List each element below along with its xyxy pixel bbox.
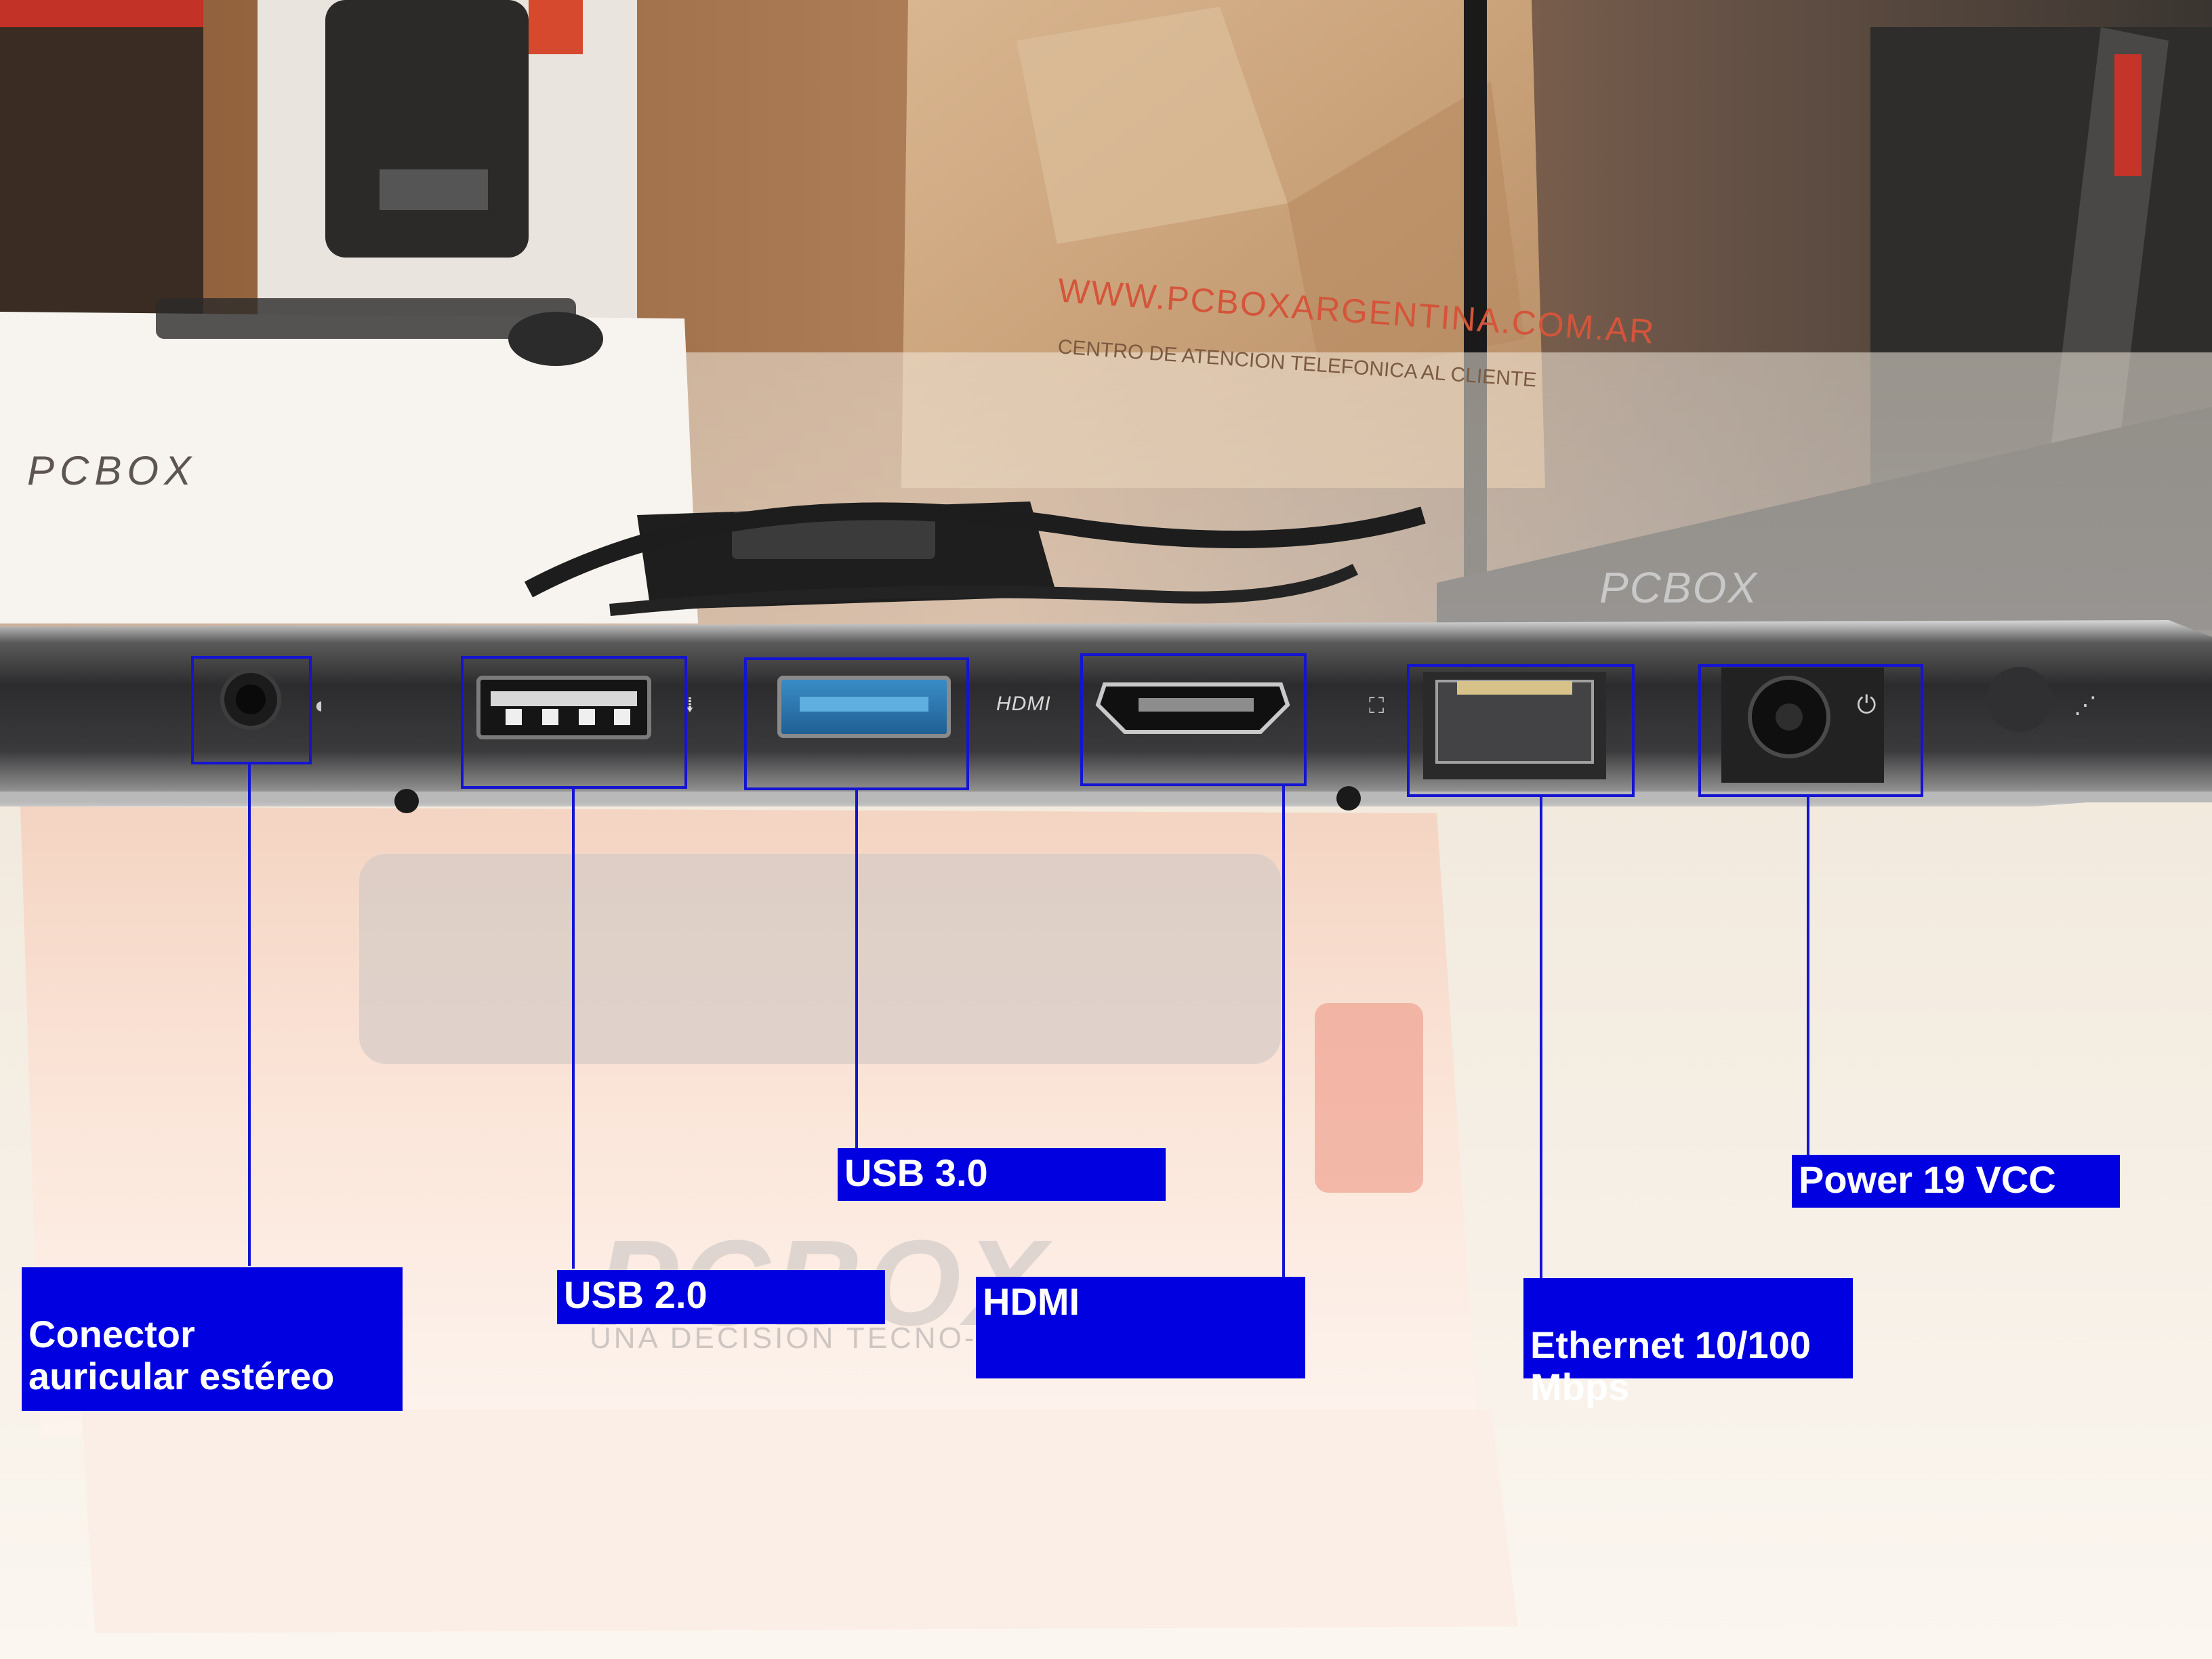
box-brand-top: PCBOX	[27, 448, 197, 493]
power-leader-line	[1807, 797, 1809, 1155]
power-symbol-icon: ⏻	[1857, 691, 1876, 718]
ethernet-callout-text: Ethernet 10/100 Mbps	[1530, 1324, 1811, 1408]
audio-callout-text: Conector auricular estéreo	[28, 1313, 335, 1397]
hdmi-port-box	[1080, 653, 1307, 786]
usb3-callout: USB 3.0	[838, 1148, 1166, 1201]
usb3-callout-text: USB 3.0	[844, 1151, 988, 1194]
hdmi-callout-text: HDMI	[983, 1280, 1080, 1323]
headphone-symbol-icon: ◖	[312, 693, 326, 718]
box-slogan: UNA DECISION TECNO-	[590, 1322, 977, 1355]
audio-callout: Conector auricular estéreo	[22, 1267, 403, 1411]
usb2-port-box	[461, 656, 687, 789]
ethernet-callout: Ethernet 10/100 Mbps	[1523, 1278, 1853, 1408]
usb2-leader-line	[572, 789, 575, 1269]
power-callout-text: Power 19 VCC	[1799, 1158, 2056, 1201]
usb3-leader-line	[855, 790, 858, 1148]
power-callout: Power 19 VCC	[1792, 1155, 2120, 1208]
wifi-symbol-icon: ⋰	[2074, 693, 2097, 718]
ethernet-port-box	[1407, 664, 1635, 797]
hdmi-leader-line	[1282, 786, 1285, 1277]
usb2-callout-text: USB 2.0	[564, 1273, 708, 1316]
audio-leader-line	[248, 764, 251, 1266]
ethernet-leader-line	[1540, 797, 1542, 1278]
power-port-box	[1698, 664, 1923, 797]
hdmi-port-label: HDMI	[996, 693, 1051, 715]
usb2-callout: USB 2.0	[557, 1270, 885, 1324]
audio-port-box	[191, 656, 312, 764]
ethernet-symbol-icon: ⛶	[1368, 693, 1385, 718]
laptop-brand: PCBOX	[1599, 563, 1759, 612]
usb3-port-box	[744, 657, 969, 790]
hdmi-callout: HDMI	[976, 1277, 1305, 1378]
usb-symbol-icon: ⭭	[686, 693, 694, 718]
